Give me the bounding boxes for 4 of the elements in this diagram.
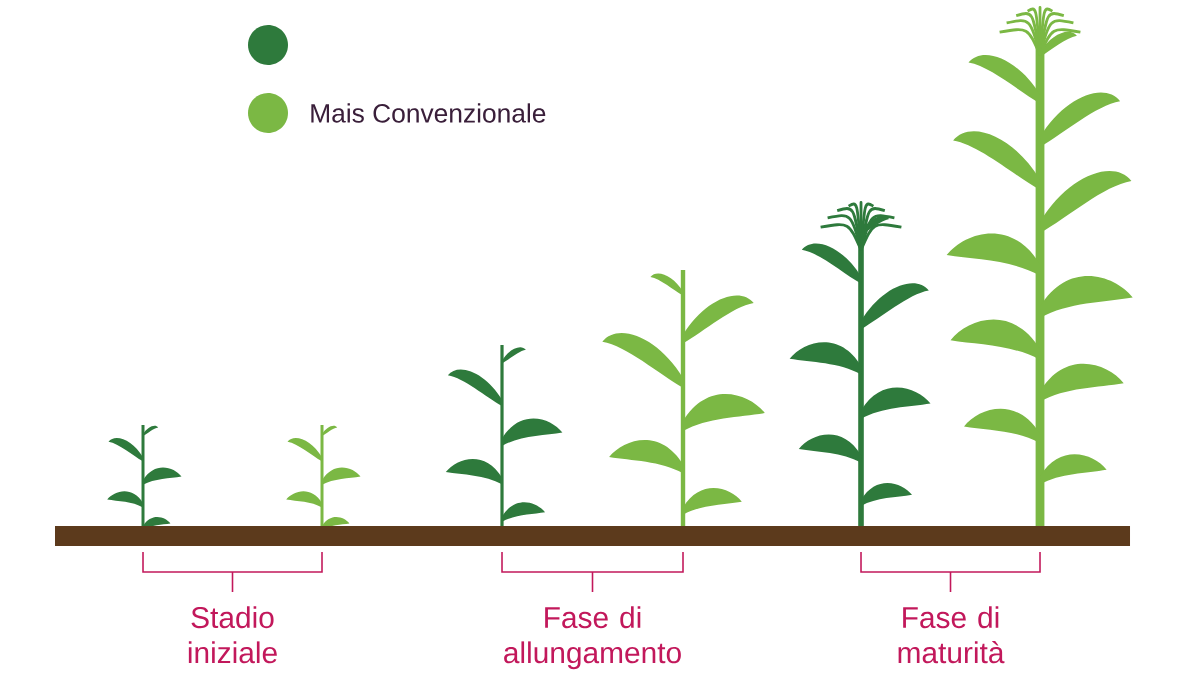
stage-label: Stadio iniziale [188,606,277,664]
legend-text: Mais Convenzionale [311,103,546,123]
stage-label: Fase di allungamento [504,606,681,670]
stage-label: Fase di maturità [898,606,1005,664]
